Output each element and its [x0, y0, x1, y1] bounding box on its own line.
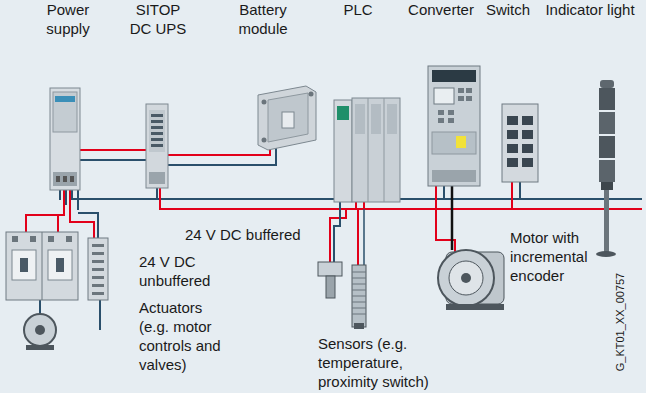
device-label: Converter: [400, 0, 482, 19]
temperature-sensor: [318, 262, 342, 298]
signal-tower: [596, 80, 616, 257]
wire-label: 24 V DC buffered: [185, 225, 325, 244]
device-label: Battery module: [228, 0, 298, 38]
encoder-motor: [438, 250, 504, 310]
device-label: Indicator light: [544, 0, 636, 19]
motor-control-devices: [6, 232, 78, 300]
battery-module: [258, 86, 316, 150]
component-label: Motor with incremental encoder: [510, 228, 598, 285]
plc: [334, 98, 400, 202]
device-label: Power supply: [37, 0, 99, 38]
terminal-block: [88, 238, 108, 300]
frequency-converter: [428, 66, 480, 186]
device-label: SITOP DC UPS: [126, 0, 190, 38]
figure-id: G_KT01_XX_00757: [613, 267, 627, 377]
actuator-motor: [24, 314, 56, 350]
component-label: Sensors (e.g. temperature, proximity swi…: [318, 334, 456, 391]
dc-ups-module: [146, 104, 168, 188]
power-supply-unit: [50, 88, 80, 190]
component-label: Actuators (e.g. motor controls and valve…: [139, 298, 223, 374]
device-label: Switch: [480, 0, 536, 19]
device-label: PLC: [340, 0, 376, 19]
proximity-switch: [352, 265, 366, 329]
wire-label: 24 V DC unbuffered: [139, 252, 234, 290]
network-switch: [502, 104, 538, 182]
